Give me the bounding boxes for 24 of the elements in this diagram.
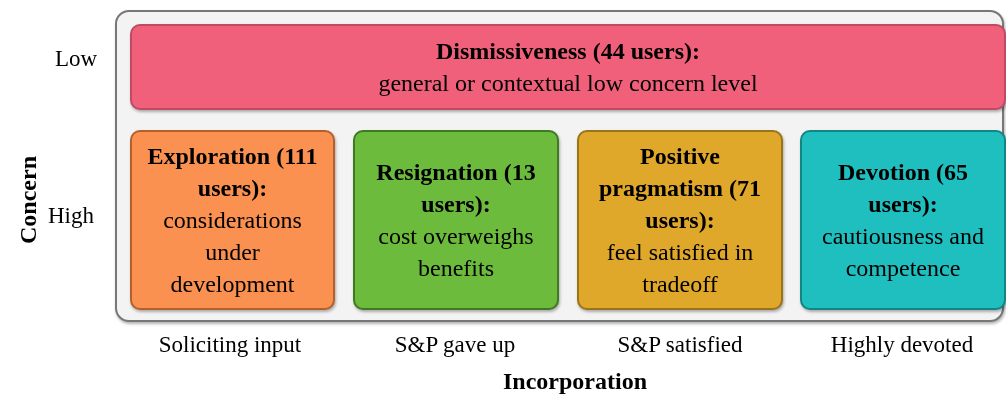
axis-title: Incorporation bbox=[503, 368, 647, 395]
category-description: general or contextual low concern level bbox=[377, 69, 759, 98]
axis-level-label: High bbox=[48, 203, 94, 229]
category-title: Dismissiveness (44 users): bbox=[435, 37, 701, 66]
axis-category-label: Soliciting input bbox=[158, 332, 302, 358]
category-title: Exploration (111 users): bbox=[146, 142, 319, 203]
category-box bbox=[130, 24, 1006, 110]
axis-category-label: S&P satisfied bbox=[617, 332, 743, 358]
category-description: considerations under development bbox=[162, 206, 303, 299]
panel-background bbox=[115, 10, 1004, 322]
category-description: feel satisfied in tradeoff bbox=[605, 238, 755, 299]
axis-title: Concern bbox=[14, 156, 42, 244]
category-title: Resignation (13 users): bbox=[375, 158, 537, 219]
category-box bbox=[130, 130, 335, 310]
category-box bbox=[577, 130, 783, 310]
axis-category-label: S&P gave up bbox=[394, 332, 516, 358]
category-description: cautiousness and competence bbox=[821, 222, 985, 283]
category-box bbox=[353, 130, 559, 310]
axis-category-label: Highly devoted bbox=[830, 332, 974, 358]
category-title: Positive pragmatism (71 users): bbox=[598, 142, 762, 235]
category-description: cost overweighs benefits bbox=[377, 222, 535, 283]
axis-level-label: Low bbox=[55, 46, 98, 72]
category-box bbox=[800, 130, 1006, 310]
category-title: Devotion (65 users): bbox=[837, 158, 969, 219]
